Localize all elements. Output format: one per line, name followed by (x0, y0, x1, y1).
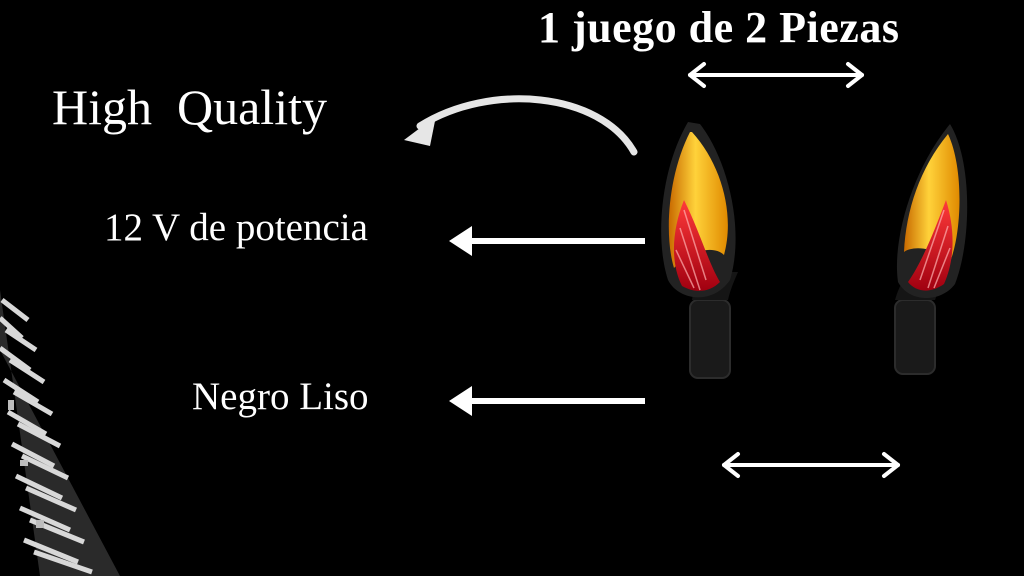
feature-finish-label: Negro Liso (192, 375, 369, 418)
turn-signal-light (894, 124, 968, 375)
feature-voltage-label: 12 V de potencia (104, 206, 368, 249)
feature-quality-label: High Quality (52, 79, 327, 135)
tire-tread-icon (0, 290, 120, 576)
left-arrow-icon (449, 226, 645, 256)
double-arrow-icon (688, 62, 864, 88)
page-title: 1 juego de 2 Piezas (538, 3, 900, 52)
curved-arrow-icon (404, 95, 638, 156)
double-arrow-icon (722, 452, 900, 478)
turn-signal-light (661, 122, 738, 379)
left-arrow-icon (449, 386, 645, 416)
